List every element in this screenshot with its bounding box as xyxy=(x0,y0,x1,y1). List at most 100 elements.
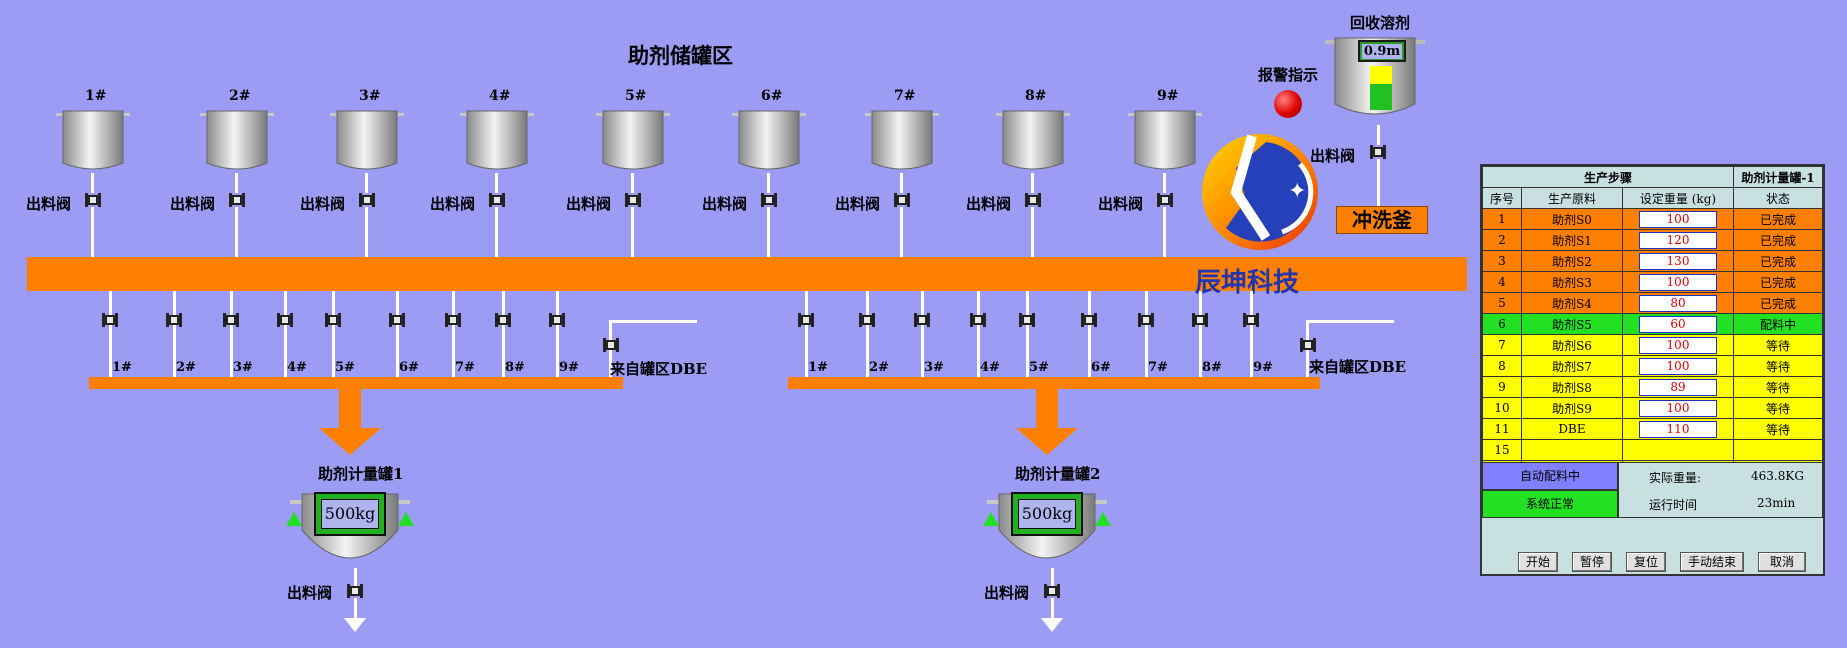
line-valve-2-5[interactable] xyxy=(1019,313,1035,327)
tank-valve-label-5: 出料阀 xyxy=(566,195,612,213)
step-weight-input[interactable]: 100 xyxy=(1639,357,1717,375)
line-valve-2-7[interactable] xyxy=(1138,313,1154,327)
dbe-label-2: 来自罐区DBE xyxy=(1309,358,1407,376)
step-seq: 8 xyxy=(1482,355,1522,377)
tank-valve-6[interactable] xyxy=(761,193,777,207)
line-pipe-1-6 xyxy=(396,291,399,377)
tank-pipe-bottom-9 xyxy=(1163,207,1166,257)
main-header-pipe xyxy=(27,257,1467,291)
tank-valve-8[interactable] xyxy=(1025,193,1041,207)
start-button[interactable]: 开始 xyxy=(1518,552,1558,572)
tank-valve-9[interactable] xyxy=(1157,193,1173,207)
manual-end-button[interactable]: 手动结束 xyxy=(1680,552,1744,572)
step-weight-input[interactable]: 60 xyxy=(1639,315,1717,333)
line-valve-2-4[interactable] xyxy=(970,313,986,327)
tank-valve-label-8: 出料阀 xyxy=(966,195,1012,213)
step-weight-input[interactable]: 100 xyxy=(1639,210,1717,228)
tank-label-8: 8# xyxy=(1025,88,1047,104)
line-valve-1-9[interactable] xyxy=(549,313,565,327)
tank-pipe-top-2 xyxy=(235,173,238,193)
step-material: 助剂S8 xyxy=(1521,376,1623,398)
tank-valve-3[interactable] xyxy=(359,193,375,207)
tank-valve-5[interactable] xyxy=(625,193,641,207)
step-material: DBE xyxy=(1521,418,1623,440)
line-valve-1-2[interactable] xyxy=(166,313,182,327)
dbe-pipe-h-2 xyxy=(1306,320,1394,323)
dbe-valve-1[interactable] xyxy=(603,338,619,352)
step-weight-input[interactable]: 100 xyxy=(1639,399,1717,417)
runtime-label: 运行时间 xyxy=(1649,498,1698,512)
meter-outlet-valve-1[interactable] xyxy=(347,584,363,598)
tank-pipe-bottom-1 xyxy=(91,207,94,257)
line-valve-2-3[interactable] xyxy=(914,313,930,327)
line-valve-1-6[interactable] xyxy=(389,313,405,327)
tank-valve-1[interactable] xyxy=(85,193,101,207)
recovery-outlet-valve[interactable] xyxy=(1370,145,1386,159)
step-weight-input[interactable]: 130 xyxy=(1639,252,1717,270)
step-weight-cell: 110 xyxy=(1622,418,1734,440)
line-valve-2-1[interactable] xyxy=(798,313,814,327)
line-valve-2-6[interactable] xyxy=(1081,313,1097,327)
step-material: 助剂S5 xyxy=(1521,313,1623,335)
step-weight-cell: 80 xyxy=(1622,292,1734,314)
reset-button[interactable]: 复位 xyxy=(1626,552,1666,572)
line-valve-2-8[interactable] xyxy=(1192,313,1208,327)
meter-outlet-valve-2[interactable] xyxy=(1044,584,1060,598)
tank-pipe-bottom-2 xyxy=(235,207,238,257)
line-pipe-2-4 xyxy=(977,291,980,377)
step-weight-input[interactable]: 110 xyxy=(1639,420,1717,438)
line-valve-1-7[interactable] xyxy=(445,313,461,327)
step-weight-input[interactable]: 100 xyxy=(1639,336,1717,354)
step-weight-input[interactable]: 89 xyxy=(1639,378,1717,396)
line-valve-1-1[interactable] xyxy=(102,313,118,327)
tank-pipe-bottom-3 xyxy=(365,207,368,257)
step-material: 助剂S1 xyxy=(1521,229,1623,251)
step-seq: 3 xyxy=(1482,250,1522,272)
tank-pipe-bottom-8 xyxy=(1031,207,1034,257)
tank-label-9: 9# xyxy=(1157,88,1179,104)
tank-pipe-top-5 xyxy=(631,173,634,193)
cancel-button[interactable]: 取消 xyxy=(1758,552,1806,572)
storage-tank-9 xyxy=(1128,110,1202,170)
tank-label-3: 3# xyxy=(359,88,381,104)
meter-title-1: 助剂计量罐1 xyxy=(318,465,404,483)
step-status: 等待 xyxy=(1733,355,1823,377)
page-title: 助剂储罐区 xyxy=(628,43,733,68)
line-valve-1-5[interactable] xyxy=(325,313,341,327)
tank-valve-label-9: 出料阀 xyxy=(1098,195,1144,213)
col-status: 状态 xyxy=(1733,187,1823,209)
pause-button[interactable]: 暂停 xyxy=(1572,552,1612,572)
step-seq: 5 xyxy=(1482,292,1522,314)
meter-level-arrow-left-2 xyxy=(983,512,999,526)
step-weight-input[interactable]: 120 xyxy=(1639,231,1717,249)
step-weight-input[interactable]: 80 xyxy=(1639,294,1717,312)
line-valve-1-3[interactable] xyxy=(223,313,239,327)
line-valve-1-8[interactable] xyxy=(495,313,511,327)
meter-discharge-pipe-2 xyxy=(1051,598,1054,620)
alarm-label: 报警指示 xyxy=(1258,66,1319,84)
line-pipe-1-4 xyxy=(284,291,287,377)
storage-tank-7 xyxy=(865,110,939,170)
line-label-2-5: 5# xyxy=(1029,360,1049,375)
step-weight-cell: 100 xyxy=(1622,355,1734,377)
tank-valve-4[interactable] xyxy=(489,193,505,207)
line-valve-1-4[interactable] xyxy=(277,313,293,327)
flush-kettle-box[interactable]: 冲洗釜 xyxy=(1336,206,1428,234)
tank-label-6: 6# xyxy=(761,88,783,104)
dbe-valve-2[interactable] xyxy=(1300,338,1316,352)
meter-title-2: 助剂计量罐2 xyxy=(1015,465,1101,483)
line-label-1-1: 1# xyxy=(112,360,132,375)
tank-valve-2[interactable] xyxy=(229,193,245,207)
line-valve-2-9[interactable] xyxy=(1243,313,1259,327)
tank-valve-7[interactable] xyxy=(894,193,910,207)
step-material xyxy=(1521,439,1623,461)
step-weight-cell xyxy=(1622,439,1734,461)
line-valve-2-2[interactable] xyxy=(859,313,875,327)
step-weight-input[interactable]: 100 xyxy=(1639,273,1717,291)
line-label-1-8: 8# xyxy=(505,360,525,375)
line-label-1-9: 9# xyxy=(559,360,579,375)
meter-level-arrow-right-2 xyxy=(1095,512,1111,526)
